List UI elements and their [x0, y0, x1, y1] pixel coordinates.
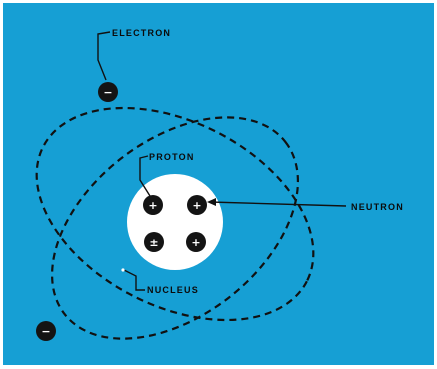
proton-particle-2: + [186, 232, 206, 252]
nucleus [127, 174, 223, 270]
neutral-sign: ± [149, 236, 158, 249]
electron-bottom: − [36, 321, 56, 341]
nucleus-label: NUCLEUS [147, 285, 199, 295]
nucleus-leader [124, 270, 145, 290]
neutron-sign: + [192, 199, 201, 212]
electron-label: ELECTRON [112, 28, 171, 38]
neutron-label: NEUTRON [351, 202, 404, 212]
electron-top: − [98, 82, 118, 102]
neutral-particle: ± [144, 232, 164, 252]
proton-sign: + [148, 199, 157, 212]
electron-leader [98, 32, 110, 80]
electron-sign-bottom: − [41, 325, 50, 338]
proton-sign-2: + [191, 236, 200, 249]
neutron-particle: + [187, 195, 207, 215]
neutron-leader [210, 202, 346, 206]
electron-sign-top: − [103, 86, 112, 99]
proton-particle: + [143, 195, 163, 215]
proton-label: PROTON [149, 152, 195, 162]
nucleus-leader-dot [121, 268, 124, 271]
